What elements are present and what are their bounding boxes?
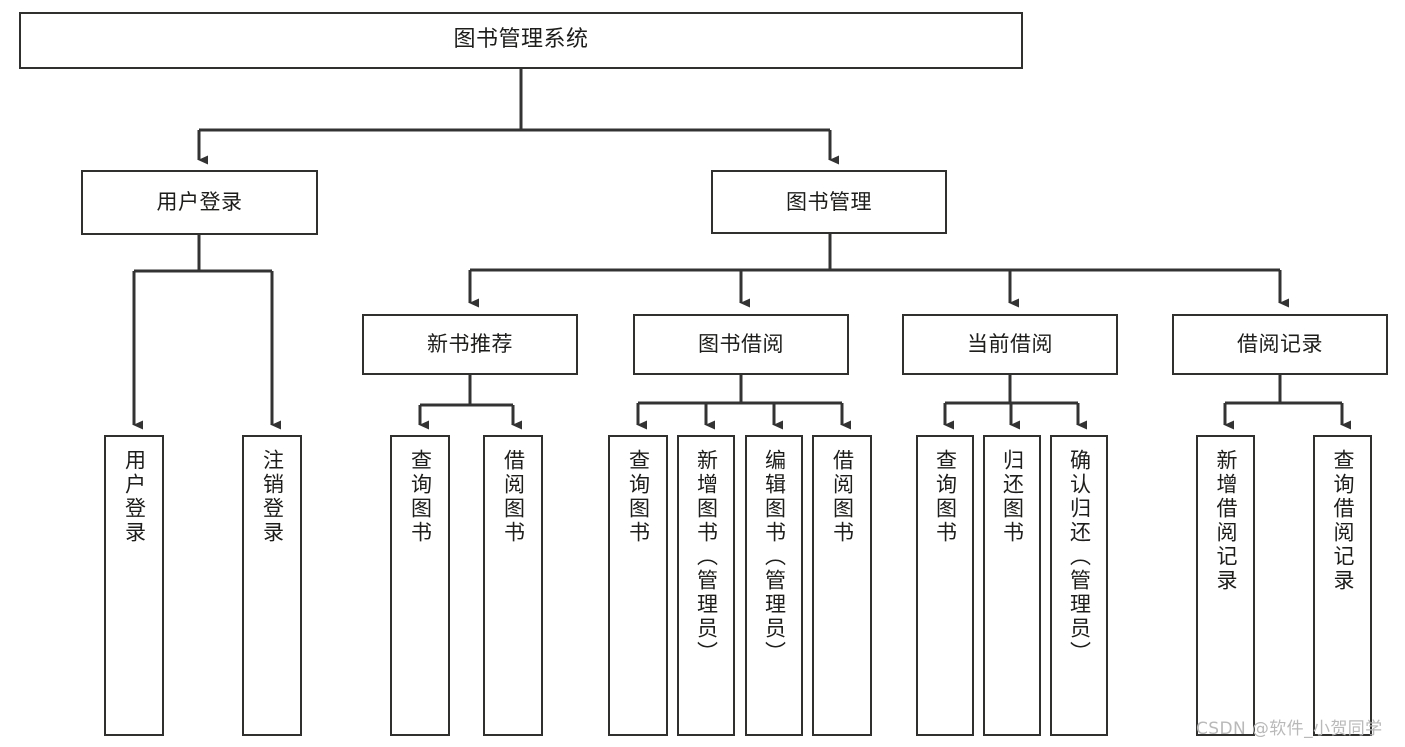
node-leaf-borrow-book[interactable]: 借阅图书 xyxy=(812,435,872,736)
node-leaf-query-borrow-record[interactable]: 查询借阅记录 xyxy=(1313,435,1372,736)
node-user-login[interactable]: 用户登录 xyxy=(81,170,318,235)
node-leaf-borrow-book-newbook[interactable]: 借阅图书 xyxy=(483,435,543,736)
node-label: 用户登录 xyxy=(156,190,243,215)
node-label: 新增图书（管理员） xyxy=(694,449,719,665)
node-leaf-confirm-return-admin[interactable]: 确认归还（管理员） xyxy=(1050,435,1108,736)
node-label: 图书借阅 xyxy=(698,332,784,357)
node-leaf-logout[interactable]: 注销登录 xyxy=(242,435,302,736)
node-label: 查询借阅记录 xyxy=(1330,449,1355,593)
node-label: 借阅图书 xyxy=(830,449,855,545)
node-label: 注销登录 xyxy=(260,449,285,545)
node-label: 借阅记录 xyxy=(1237,332,1323,357)
node-label: 借阅图书 xyxy=(501,449,526,545)
node-label: 查询图书 xyxy=(408,449,433,545)
node-current-borrow[interactable]: 当前借阅 xyxy=(902,314,1118,375)
node-label: 图书管理系统 xyxy=(453,27,589,53)
node-label: 新书推荐 xyxy=(427,332,513,357)
node-leaf-query-book-current[interactable]: 查询图书 xyxy=(916,435,974,736)
node-label: 查询图书 xyxy=(933,449,958,545)
node-leaf-return-book[interactable]: 归还图书 xyxy=(983,435,1041,736)
node-label: 新增借阅记录 xyxy=(1213,449,1238,593)
node-leaf-add-borrow-record[interactable]: 新增借阅记录 xyxy=(1196,435,1255,736)
node-new-book-recommend[interactable]: 新书推荐 xyxy=(362,314,578,375)
node-borrow-records[interactable]: 借阅记录 xyxy=(1172,314,1388,375)
node-leaf-query-book-borrow[interactable]: 查询图书 xyxy=(608,435,668,736)
node-root-system[interactable]: 图书管理系统 xyxy=(19,12,1023,69)
node-label: 当前借阅 xyxy=(967,332,1053,357)
node-book-borrow[interactable]: 图书借阅 xyxy=(633,314,849,375)
node-leaf-add-book-admin[interactable]: 新增图书（管理员） xyxy=(677,435,735,736)
node-label: 图书管理 xyxy=(786,189,872,214)
node-label: 编辑图书（管理员） xyxy=(762,449,787,665)
node-leaf-user-login[interactable]: 用户登录 xyxy=(104,435,164,736)
node-label: 归还图书 xyxy=(1000,449,1025,545)
node-label: 用户登录 xyxy=(122,449,147,545)
node-label: 确认归还（管理员） xyxy=(1067,449,1092,665)
node-leaf-edit-book-admin[interactable]: 编辑图书（管理员） xyxy=(745,435,803,736)
node-leaf-query-book-newbook[interactable]: 查询图书 xyxy=(390,435,450,736)
node-label: 查询图书 xyxy=(626,449,651,545)
csdn-watermark: CSDN @软件_小贺同学 xyxy=(1196,719,1383,739)
node-book-management[interactable]: 图书管理 xyxy=(711,170,947,234)
